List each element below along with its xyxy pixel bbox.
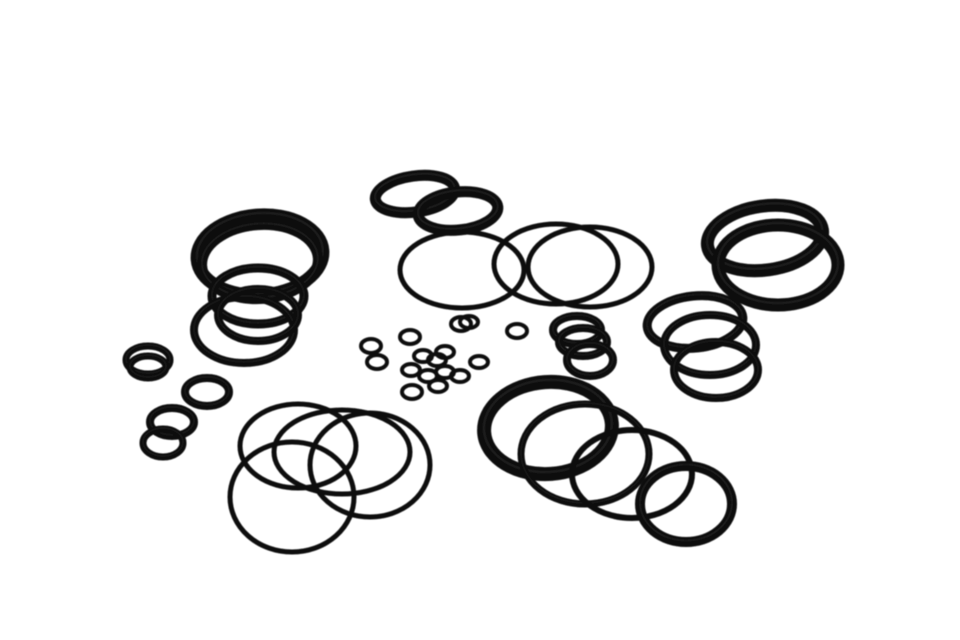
o-ring <box>525 224 655 310</box>
o-ring <box>468 354 490 370</box>
o-ring <box>365 353 389 371</box>
o-ring <box>569 427 695 521</box>
o-ring <box>563 340 617 380</box>
o-ring <box>146 404 198 440</box>
o-ring <box>271 407 413 497</box>
o-ring <box>181 374 233 410</box>
o-ring <box>434 344 456 360</box>
o-ring <box>670 338 762 402</box>
o-ring <box>139 425 187 461</box>
o-ring <box>214 285 302 345</box>
o-ring <box>126 352 170 382</box>
o-ring <box>491 221 621 307</box>
o-ring <box>458 314 480 330</box>
o-ring <box>397 229 527 311</box>
o-ring <box>660 311 760 379</box>
o-ring <box>227 439 357 555</box>
o-ring <box>307 410 433 520</box>
o-ring <box>190 293 298 367</box>
o-ring <box>517 400 653 508</box>
o-ring <box>398 328 422 346</box>
o-ring <box>449 368 471 384</box>
o-ring <box>427 378 449 394</box>
o-ring <box>122 342 174 378</box>
o-ring <box>555 324 611 360</box>
o-ring <box>711 218 845 312</box>
o-ring <box>400 362 422 378</box>
o-ring <box>700 198 830 278</box>
o-ring <box>207 263 309 329</box>
o-ring <box>477 374 619 482</box>
o-ring <box>359 337 383 355</box>
o-ring <box>237 401 359 491</box>
o-ring <box>505 322 529 340</box>
o-ring <box>635 461 737 547</box>
o-ring <box>400 383 424 401</box>
